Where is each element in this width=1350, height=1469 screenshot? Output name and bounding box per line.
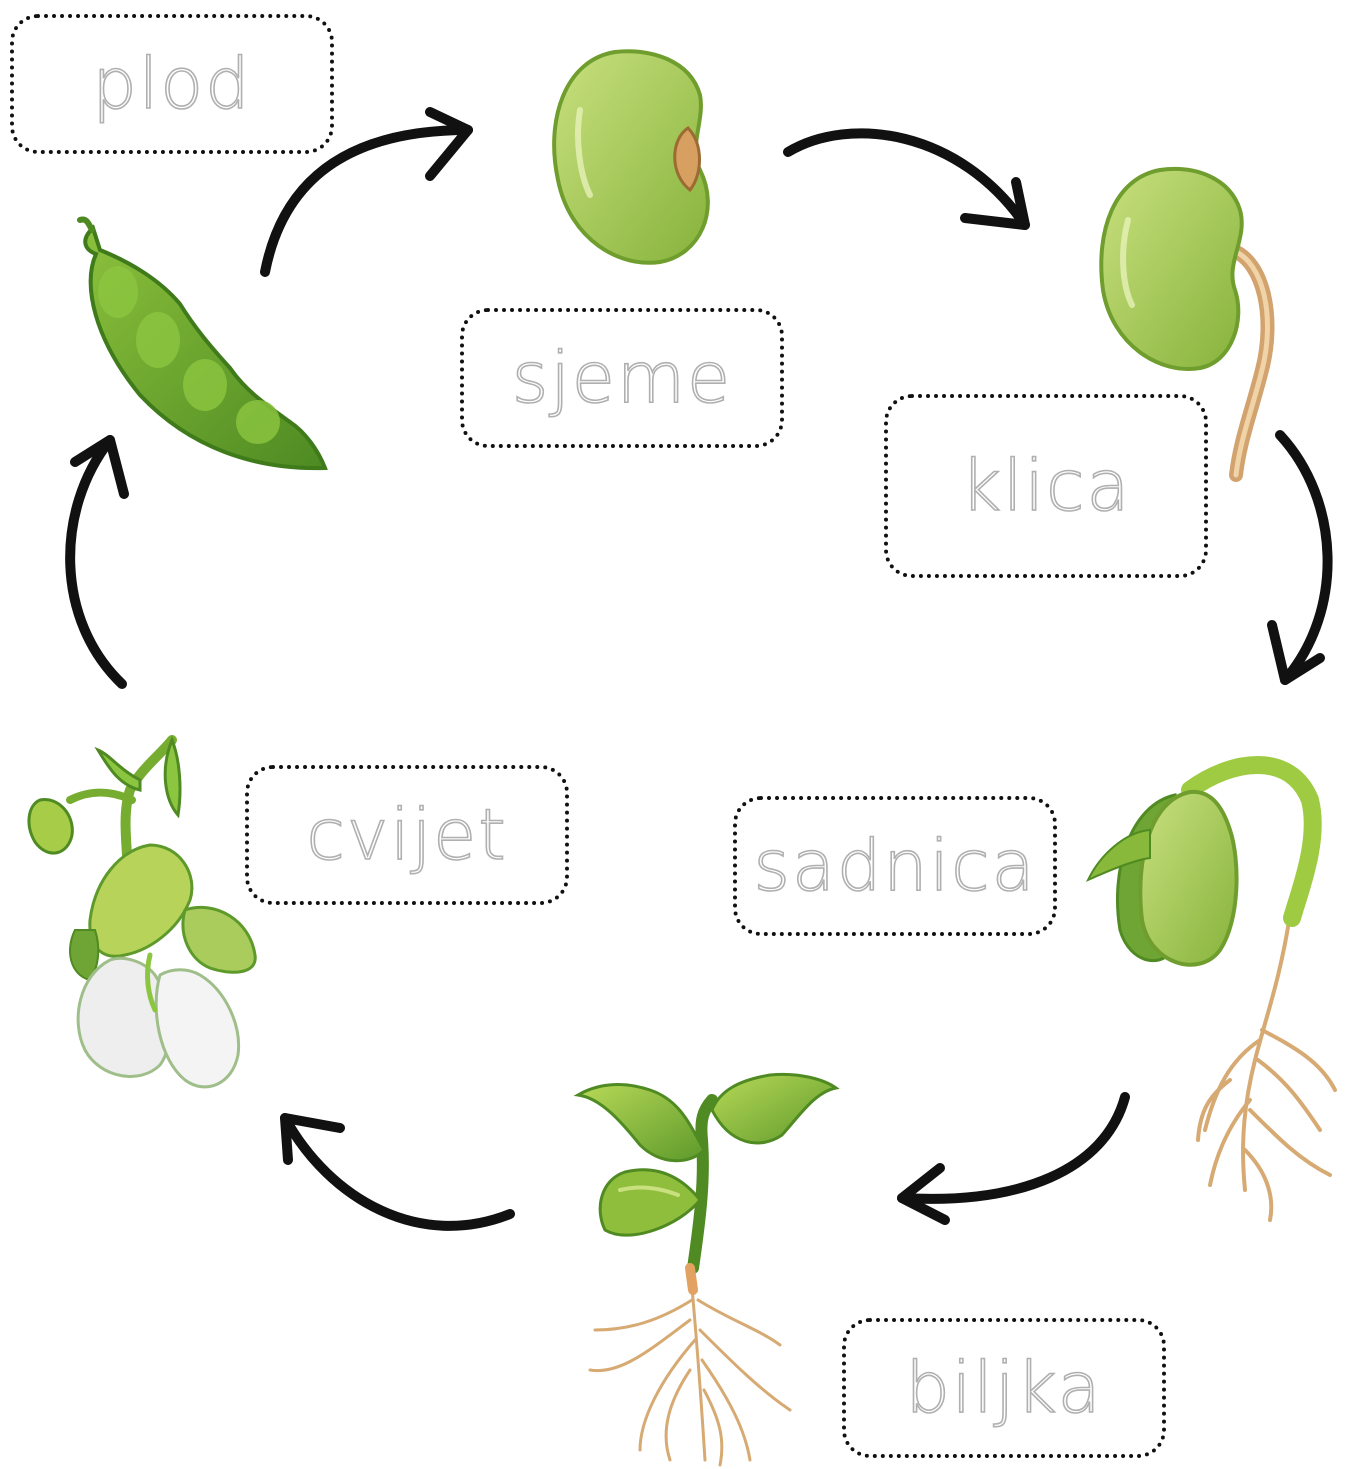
seed-icon (554, 51, 708, 263)
pod-icon (80, 219, 325, 468)
arrow-flower-to-pod (70, 440, 124, 684)
arrow-sprout-to-seedling (1272, 435, 1328, 680)
label-box-sadnica: sadnica (733, 796, 1057, 936)
label-cvijet: cvijet (306, 800, 507, 870)
label-box-sjeme: sjeme (460, 308, 784, 448)
label-box-plod: plod (10, 14, 334, 154)
label-sadnica: sadnica (754, 831, 1037, 901)
label-sjeme: sjeme (512, 343, 732, 413)
label-biljka: biljka (906, 1353, 1103, 1423)
label-box-biljka: biljka (842, 1318, 1166, 1458)
seedling-icon (1088, 765, 1335, 1220)
label-plod: plod (92, 49, 251, 119)
label-box-klica: klica (884, 394, 1208, 578)
arrow-seedling-to-plant (902, 1097, 1125, 1220)
flower-icon (29, 740, 255, 1087)
plant-icon (578, 1074, 836, 1465)
arrow-seed-to-sprout (788, 133, 1025, 225)
label-klica: klica (961, 451, 1132, 521)
label-box-cvijet: cvijet (245, 765, 569, 905)
arrow-plant-to-flower (285, 1118, 510, 1226)
